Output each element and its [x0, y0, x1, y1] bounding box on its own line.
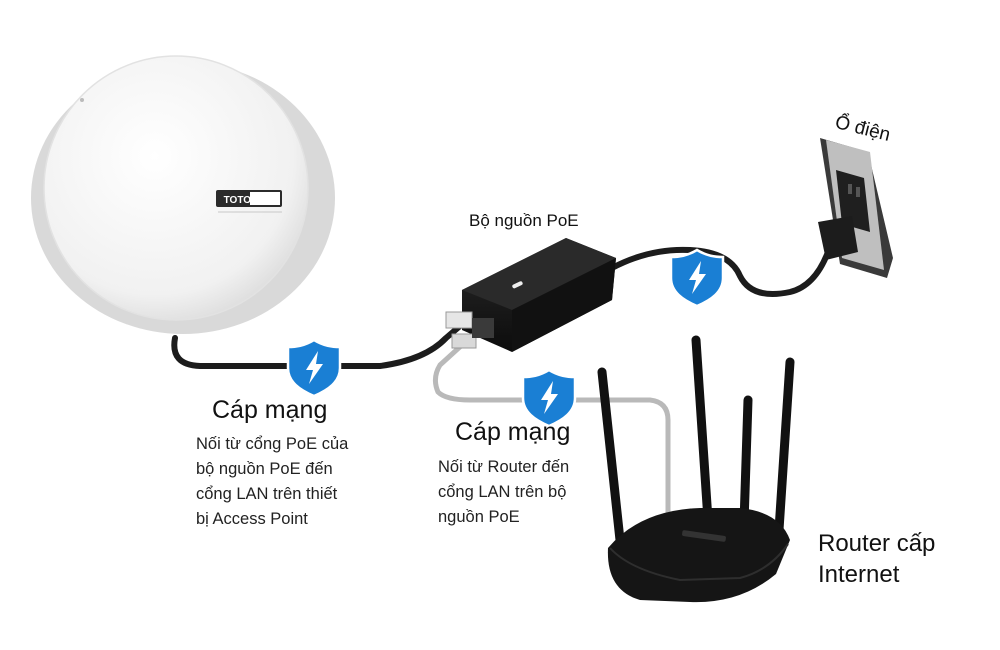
router-cable-desc-line: nguồn PoE	[438, 508, 520, 526]
router-cable-desc-line: cổng LAN trên bộ	[438, 483, 567, 501]
ap-cable-desc-line: Nối từ cổng PoE của	[196, 435, 349, 453]
wall-outlet	[818, 138, 893, 278]
ap-cable-desc-line: cổng LAN trên thiết	[196, 485, 338, 503]
router-label-line: Internet	[818, 561, 900, 588]
brand-logo: TOTOLINK	[224, 195, 276, 206]
ap-cable-desc-line: bộ nguồn PoE đến	[196, 460, 333, 478]
router-device	[597, 335, 795, 603]
router-cable-title: Cáp mạng	[455, 418, 571, 446]
ap-cable	[171, 323, 463, 369]
ap-cable-title: Cáp mạng	[212, 396, 328, 424]
poe-adapter-device	[445, 238, 616, 352]
router-cable-desc-line: Nối từ Router đến	[438, 458, 570, 476]
power-cable	[609, 246, 831, 297]
router-label-line: Router cấp	[818, 530, 936, 557]
router-cable	[432, 342, 671, 523]
ap-cable-desc-line: bị Access Point	[196, 510, 308, 528]
router-cable-description: Nối từ Router đến cổng LAN trên bộ nguồn…	[438, 455, 638, 530]
ap-cable-description: Nối từ cổng PoE của bộ nguồn PoE đến cổn…	[196, 432, 396, 532]
shield-lightning-icon	[286, 338, 342, 398]
access-point: TOTOLINK	[31, 55, 335, 334]
poe-adapter-label: Bộ nguồn PoE	[469, 211, 579, 230]
router-label: Router cấp Internet	[818, 528, 935, 590]
shield-lightning-icon	[669, 248, 725, 308]
